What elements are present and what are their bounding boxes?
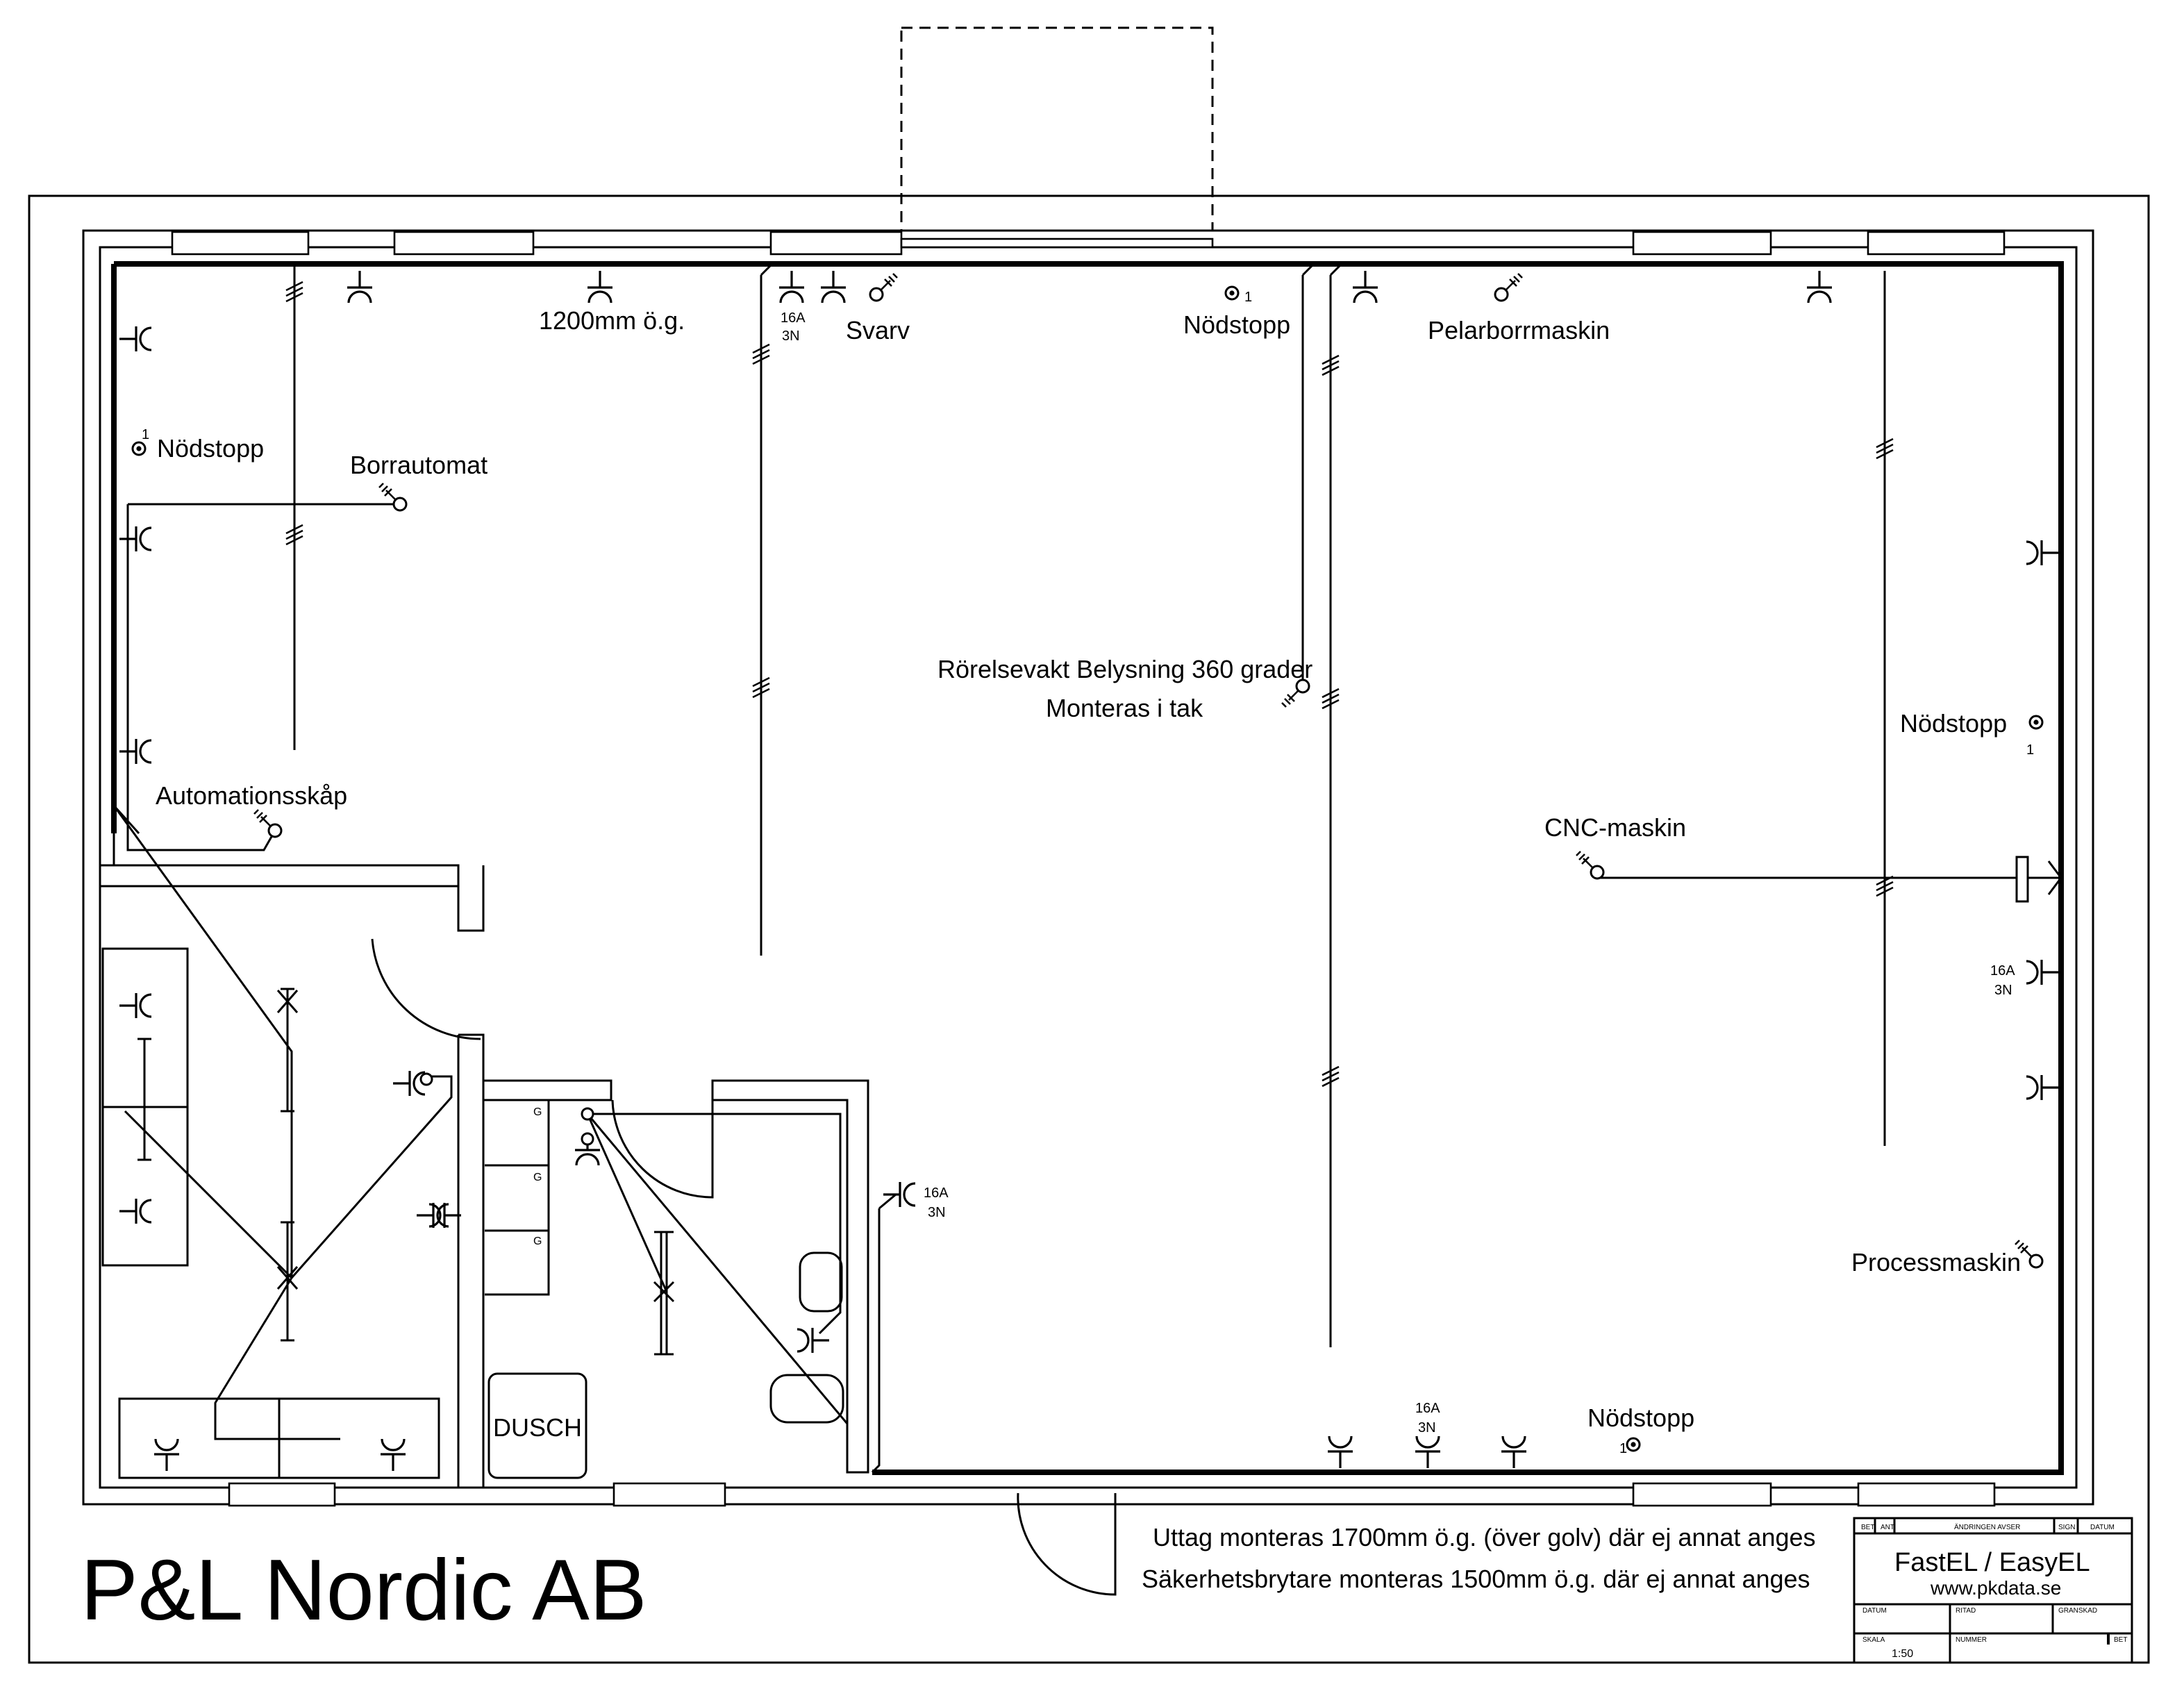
labels-nodstopp_num-text: 1 xyxy=(1619,1441,1627,1456)
extension-outline xyxy=(900,26,1214,249)
title_block-ritad-text: RITAD xyxy=(1956,1607,1976,1615)
label-nodstopp: Nödstopp xyxy=(157,434,264,463)
title_block-bet2-text: BET xyxy=(2114,1636,2127,1644)
software-name: FastEL / EasyEL xyxy=(1894,1548,2090,1577)
emergency-stop-icon xyxy=(131,441,147,456)
emergency-stop-icon xyxy=(1224,285,1240,301)
labels-garderob-text: G xyxy=(533,1106,542,1118)
label-cnc-maskin: CNC-maskin xyxy=(1544,813,1686,842)
title_block-ant-text: ANT xyxy=(1881,1524,1894,1531)
labels-amp-text: 16A xyxy=(924,1185,949,1201)
website: www.pkdata.se xyxy=(1930,1577,2061,1599)
switch-icon xyxy=(419,1072,433,1086)
safety-switch-icon xyxy=(2015,856,2029,903)
company-name: P&L Nordic AB xyxy=(81,1542,647,1638)
labels-amp-text: 16A xyxy=(1990,963,2015,979)
labels-garderob-text: G xyxy=(533,1172,542,1183)
note-uttag: Uttag monteras 1700mm ö.g. (över golv) d… xyxy=(1153,1523,1816,1551)
labels-nodstopp_num-text: 1 xyxy=(1244,290,1252,305)
label-nodstopp: Nödstopp xyxy=(1587,1404,1694,1432)
title_block-granskad-text: GRANSKAD xyxy=(2058,1607,2097,1615)
label-svarv: Svarv xyxy=(846,316,910,344)
label-processmaskin: Processmaskin xyxy=(1851,1248,2021,1276)
labels-phase-text: 3N xyxy=(1418,1420,1436,1435)
title_block-nummer-text: NUMMER xyxy=(1956,1636,1987,1644)
emergency-stop-icon xyxy=(2028,715,2044,730)
labels-garderob-text: G xyxy=(533,1235,542,1247)
title_block-andringen-text: ÄNDRINGEN AVSER xyxy=(1954,1523,2020,1531)
note-sakerhetsbrytare: Säkerhetsbrytare monteras 1500mm ö.g. dä… xyxy=(1142,1565,1810,1593)
labels-phase-text: 3N xyxy=(1994,983,2012,998)
title_block-skala_label-text: SKALA xyxy=(1862,1636,1885,1644)
label-dusch: DUSCH xyxy=(493,1413,582,1442)
title_block-bet-text: BET xyxy=(1861,1524,1874,1531)
labels-nodstopp_num-text: 1 xyxy=(142,427,149,442)
label-1200mm: 1200mm ö.g. xyxy=(539,306,685,335)
drawing-frame xyxy=(28,194,2150,1664)
labels-nodstopp_num-text: 1 xyxy=(2026,742,2034,758)
cables xyxy=(112,263,2061,1474)
labels-phase-text: 3N xyxy=(782,328,800,344)
title_block-datum-text: DATUM xyxy=(2090,1524,2115,1531)
label-rorelsevakt: Rörelsevakt Belysning 360 grader xyxy=(937,655,1312,683)
switch-icon xyxy=(581,1132,594,1146)
switch-icon xyxy=(581,1107,594,1121)
emergency-stop-icon xyxy=(1626,1437,1641,1452)
label-automationsskap: Automationsskåp xyxy=(156,781,347,810)
label-borrautomat: Borrautomat xyxy=(350,451,487,479)
label-monteras-i-tak: Monteras i tak xyxy=(1046,694,1203,722)
labels-amp-text: 16A xyxy=(1415,1401,1440,1416)
title_block-datum_label-text: DATUM xyxy=(1862,1607,1887,1615)
label-nodstopp: Nödstopp xyxy=(1900,709,2007,738)
building-walls xyxy=(82,229,2094,1596)
title_block-sign-text: SIGN xyxy=(2058,1524,2075,1531)
labels: 1200mm ö.g. 16A 3N Svarv Nödstopp 1 Pelarb… xyxy=(142,290,2034,1456)
labels-phase-text: 3N xyxy=(928,1205,946,1220)
title-block: BET ANT ÄNDRINGEN AVSER SIGN DATUM FastE… xyxy=(1853,1517,2133,1664)
label-pelarborrmaskin: Pelarborrmaskin xyxy=(1428,316,1610,344)
scale: 1:50 xyxy=(1892,1648,1913,1660)
labels-amp-text: 16A xyxy=(781,310,806,326)
label-nodstopp: Nödstopp xyxy=(1183,310,1290,339)
